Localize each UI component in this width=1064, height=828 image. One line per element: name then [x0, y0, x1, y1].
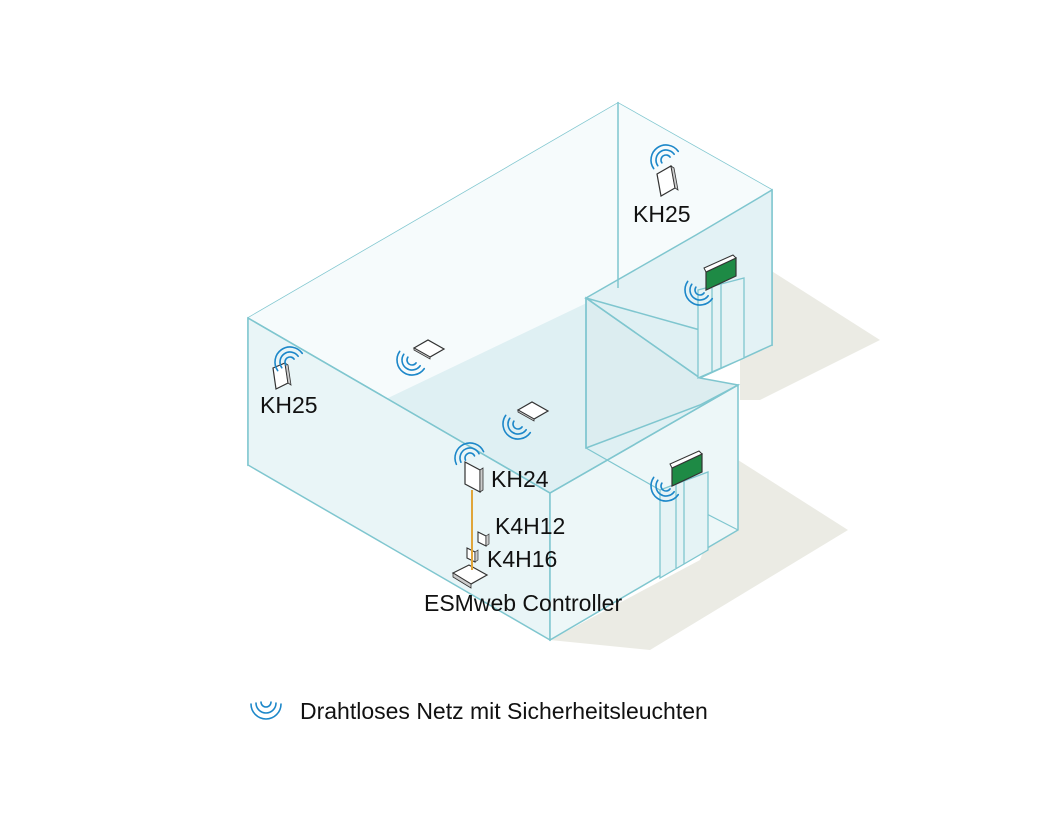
wireless-signal-icon	[502, 414, 532, 440]
kh25-device-top	[656, 165, 679, 197]
exit-sign-lower	[669, 450, 703, 487]
wireless-signal-icon	[396, 350, 426, 376]
wireless-signal-icon	[650, 144, 680, 170]
ceiling-edge	[247, 317, 739, 494]
label-kh24: KH24	[491, 466, 549, 492]
wireless-signal-icon	[684, 280, 714, 306]
wireless-signal-icon	[650, 476, 680, 502]
label-k4h16: K4H16	[487, 546, 558, 572]
wireless-signal-icon	[250, 701, 282, 720]
label-kh25-left: KH25	[260, 392, 318, 418]
door-upper	[697, 277, 745, 379]
floor-shadow-lower	[550, 460, 848, 650]
ceiling-luminaire-2	[516, 401, 550, 422]
wireless-signals	[274, 144, 714, 502]
floor-shadow-right	[740, 270, 880, 400]
wireless-signal-icon	[454, 442, 485, 466]
legend-text: Drahtloses Netz mit Sicherheitsleuchten	[300, 698, 708, 724]
wireless-signal-icon	[274, 346, 304, 372]
label-k4h12: K4H12	[495, 513, 566, 539]
ceiling	[248, 103, 772, 470]
ceiling-luminaire-1	[412, 339, 446, 360]
exit-sign-upper	[703, 254, 737, 291]
label-esmweb-controller: ESMweb Controller	[424, 590, 623, 616]
esmweb-controller-device	[451, 564, 489, 589]
k4h12-device	[477, 531, 490, 547]
label-kh25-top: KH25	[633, 201, 691, 227]
kh24-device	[464, 461, 484, 493]
ceiling-edge-2	[585, 297, 701, 379]
